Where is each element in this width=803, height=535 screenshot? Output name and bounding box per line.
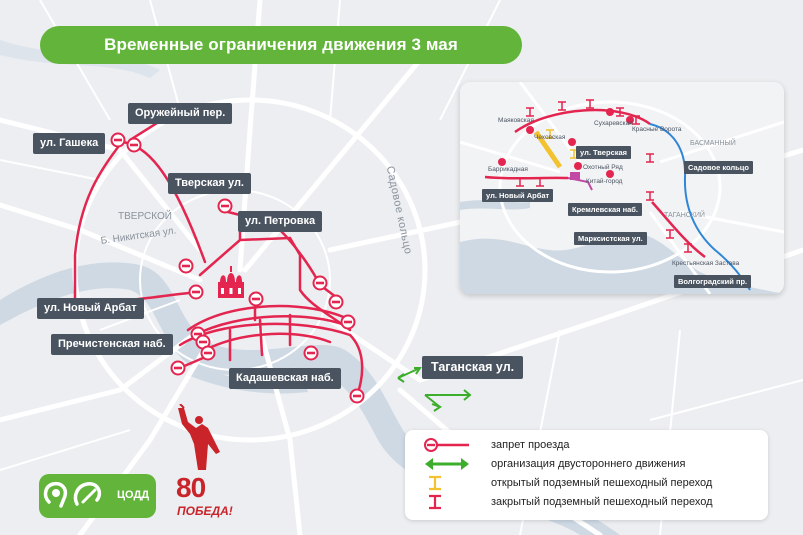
- inset-district-basmanny: БАСМАННЫЙ: [690, 140, 736, 147]
- inset-station-okhotny-ryad: Охотный Ряд: [583, 164, 623, 171]
- inset-station-barrikadnaya: Баррикадная: [488, 166, 528, 173]
- no-entry-icon: [340, 314, 356, 330]
- restricted-routes: [73, 103, 364, 400]
- no-entry-icon: [110, 132, 126, 148]
- inset-station-chekhovskaya: Чеховская: [534, 134, 566, 141]
- legend-item: организация двустороннего движения: [423, 456, 685, 472]
- legend: запрет проезда организация двустороннего…: [405, 430, 768, 520]
- no-entry-icon: [195, 334, 211, 350]
- label-kadashevskaya: Кадашевская наб.: [229, 368, 341, 389]
- pobeda-emblem: 80 ПОБЕДА!: [168, 403, 233, 522]
- district-tverskoy: ТВЕРСКОЙ: [118, 211, 172, 222]
- legend-item: запрет проезда: [423, 437, 570, 453]
- inset-map: Маяковская Чеховская Сухаревская Красные…: [460, 82, 784, 294]
- inset-station-krestyanskaya: Крестьянская Застава: [672, 260, 740, 267]
- codd-logo-text: ЦОДД: [117, 489, 150, 501]
- label-prechistenskaya: Пречистенская наб.: [51, 334, 173, 355]
- pobeda-word: ПОБЕДА!: [177, 504, 233, 518]
- inset-district-tagansky: ТАГАНСКИЙ: [664, 212, 705, 219]
- no-entry-icon: [248, 291, 264, 307]
- legend-label: открытый подземный пешеходный переход: [491, 477, 713, 489]
- inset-station-sukharevskaya: Сухаревская: [594, 120, 633, 127]
- no-entry-icon: [178, 258, 194, 274]
- closed-underpass-icon: [429, 494, 441, 510]
- inset-station-krasnye-vorota: Красные Ворота: [632, 126, 682, 133]
- no-entry-icon: [126, 137, 142, 153]
- motherland-statue-icon: [178, 403, 220, 470]
- inset-label-sadovoe: Садовое кольцо: [684, 161, 753, 174]
- inset-label-kremlevskaya: Кремлевская наб.: [568, 203, 643, 216]
- open-underpass-icon: [429, 475, 441, 491]
- label-noviy-arbat: ул. Новый Арбат: [37, 298, 144, 319]
- label-taganskaya: Таганская ул.: [422, 356, 524, 379]
- page-title: Временные ограничения движения 3 мая: [40, 26, 522, 64]
- inset-metro-ring: [649, 123, 751, 291]
- pobeda-number: 80: [176, 472, 206, 503]
- codd-logo-icon: [43, 481, 102, 508]
- label-gasheka: ул. Гашека: [33, 133, 106, 154]
- inset-label-volgogradsky: Волгоградский пр.: [674, 275, 752, 288]
- inset-station-kitay-gorod: Китай-город: [586, 178, 623, 185]
- label-petrovka: ул. Петровка: [238, 211, 323, 232]
- inset-label-noviy-arbat: ул. Новый Арбат: [482, 189, 554, 202]
- label-oruzheyny: Оружейный пер.: [128, 103, 233, 124]
- two-way-arrow-icon: [425, 458, 469, 470]
- no-entry-markers: [110, 132, 365, 404]
- inset-station-mayakovskaya: Маяковская: [498, 117, 534, 124]
- codd-logo: ЦОДД: [39, 474, 156, 518]
- no-entry-icon: [349, 388, 365, 404]
- legend-item: закрытый подземный пешеходный переход: [423, 494, 713, 510]
- two-way-routes: [397, 367, 472, 412]
- inset-label-marksistskaya: Марксистская ул.: [574, 232, 647, 245]
- inset-label-tverskaya: ул. Тверская: [576, 146, 632, 159]
- legend-item: открытый подземный пешеходный переход: [423, 475, 712, 491]
- kremlin-icon: [218, 266, 244, 298]
- legend-label: запрет проезда: [491, 439, 570, 451]
- legend-label: организация двустороннего движения: [491, 458, 686, 470]
- no-entry-icon: [188, 284, 204, 300]
- no-entry-icon: [200, 345, 216, 361]
- legend-label: закрытый подземный пешеходный переход: [491, 496, 713, 508]
- no-entry-icon: [170, 360, 186, 376]
- no-entry-icon: [328, 294, 344, 310]
- label-tverskaya: Тверская ул.: [168, 173, 251, 194]
- no-entry-icon: [217, 198, 233, 214]
- no-entry-icon: [424, 438, 469, 452]
- no-entry-icon: [303, 345, 319, 361]
- no-entry-icon: [312, 275, 328, 291]
